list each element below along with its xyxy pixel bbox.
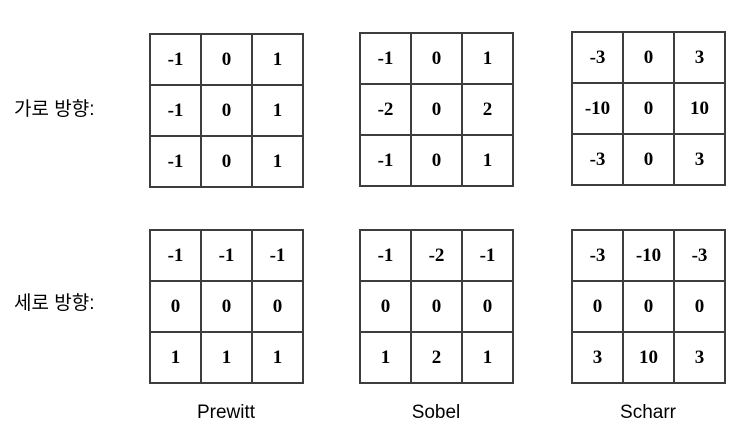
kernel-row: -3-10-3: [571, 229, 726, 282]
row-label-vertical-direction: 세로 방향:: [14, 293, 95, 314]
kernel-cell: -2: [359, 83, 412, 136]
kernel-cell: 0: [622, 82, 675, 135]
kernel-cell: -1: [251, 229, 304, 282]
kernel-cell: -3: [571, 133, 624, 186]
kernel-row: -1-1-1: [149, 229, 304, 282]
column-label-prewitt: Prewitt: [196, 402, 256, 423]
kernel-cell: 2: [410, 331, 463, 384]
kernel-cell: -3: [571, 31, 624, 84]
kernel-cell: 10: [673, 82, 726, 135]
kernel-cell: 0: [200, 135, 253, 188]
kernel-cell: 3: [673, 133, 726, 186]
kernel-cell: 0: [200, 84, 253, 137]
kernel-cell: 0: [251, 280, 304, 333]
kernel-cell: 1: [359, 331, 412, 384]
kernel-cell: 3: [571, 331, 624, 384]
kernel-cell: 1: [461, 331, 514, 384]
kernel-cell: -1: [359, 134, 412, 187]
kernel-cell: 0: [410, 134, 463, 187]
kernel-cell: -1: [461, 229, 514, 282]
kernel-cell: -1: [149, 33, 202, 86]
kernel-cell: -1: [149, 84, 202, 137]
kernel-cell: 1: [200, 331, 253, 384]
kernel-cell: 0: [200, 280, 253, 333]
kernel-cell: -1: [149, 229, 202, 282]
kernel-cell: -1: [359, 229, 412, 282]
kernel-cell: 0: [622, 280, 675, 333]
kernel-cell: -1: [149, 135, 202, 188]
kernel-cell: 2: [461, 83, 514, 136]
kernel-cell: 0: [149, 280, 202, 333]
kernel-cell: 0: [359, 280, 412, 333]
kernel-cell: 1: [251, 135, 304, 188]
row-label-horizontal-direction: 가로 방향:: [14, 99, 95, 120]
kernel-cell: 3: [673, 31, 726, 84]
kernel-cell: -1: [359, 32, 412, 85]
kernel-cell: -3: [571, 229, 624, 282]
kernel-cell: -10: [571, 82, 624, 135]
column-label-scharr: Scharr: [620, 402, 676, 423]
kernel-cell: -2: [410, 229, 463, 282]
kernel-cell: 0: [410, 32, 463, 85]
kernel-cell: 3: [673, 331, 726, 384]
kernel-cell: 0: [673, 280, 726, 333]
kernel-cell: 1: [461, 32, 514, 85]
kernel-cell: 1: [461, 134, 514, 187]
kernel-cell: 0: [622, 133, 675, 186]
kernel-row: -1-2-1: [359, 229, 514, 282]
kernel-cell: 1: [251, 33, 304, 86]
kernel-cell: 1: [251, 84, 304, 137]
kernel-cell: -3: [673, 229, 726, 282]
kernel-cell: 0: [461, 280, 514, 333]
kernel-cell: 0: [410, 280, 463, 333]
kernel-cell: 0: [200, 33, 253, 86]
kernel-cell: 0: [410, 83, 463, 136]
kernel-cell: -10: [622, 229, 675, 282]
kernel-cell: 1: [251, 331, 304, 384]
kernel-cell: 10: [622, 331, 675, 384]
kernel-cell: 1: [149, 331, 202, 384]
kernel-cell: 0: [622, 31, 675, 84]
kernel-cell: 0: [571, 280, 624, 333]
column-label-sobel: Sobel: [411, 402, 461, 423]
kernel-cell: -1: [200, 229, 253, 282]
